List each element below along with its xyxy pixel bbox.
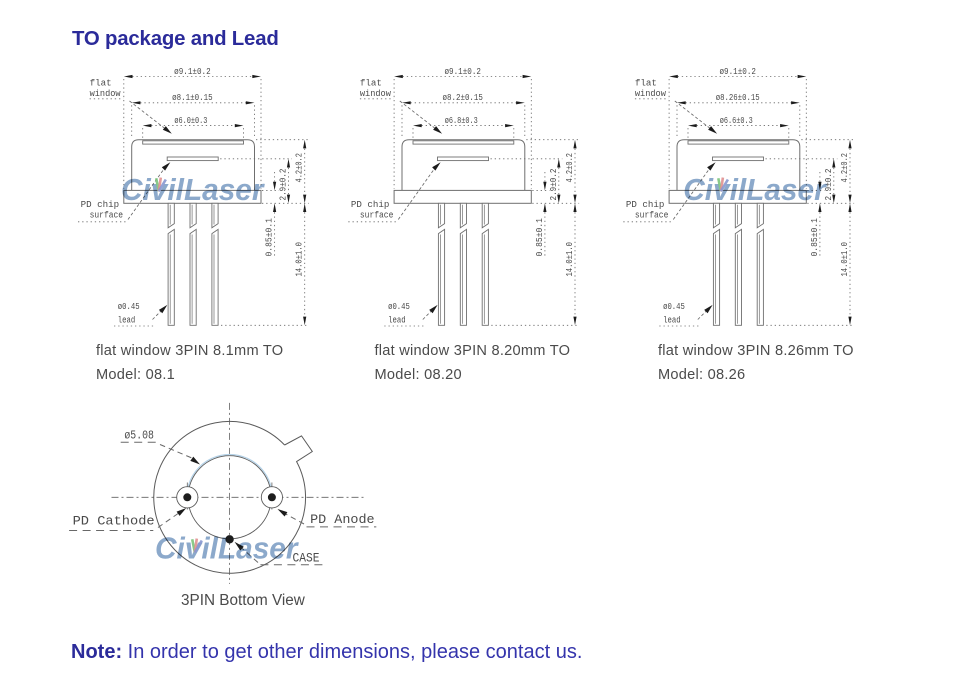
svg-text:flat: flat <box>635 78 657 89</box>
svg-text:4.2±0.2: 4.2±0.2 <box>840 153 850 183</box>
svg-text:ø6.8±0.3: ø6.8±0.3 <box>445 115 478 126</box>
svg-text:CivilLaser: CivilLaser <box>683 172 827 207</box>
svg-text:0.85±0.1: 0.85±0.1 <box>535 218 545 257</box>
svg-text:ø6.6±0.3: ø6.6±0.3 <box>720 115 753 126</box>
svg-text:window: window <box>360 88 391 99</box>
svg-text:ø9.1±0.2: ø9.1±0.2 <box>719 66 756 77</box>
svg-text:surface: surface <box>90 209 124 220</box>
svg-text:PD Anode: PD Anode <box>310 513 375 527</box>
svg-text:ø9.1±0.2: ø9.1±0.2 <box>174 66 211 77</box>
svg-text:ø0.45: ø0.45 <box>663 301 685 312</box>
svg-text:window: window <box>635 88 666 99</box>
svg-text:CivilLaser: CivilLaser <box>121 172 265 207</box>
svg-text:flat: flat <box>360 78 382 89</box>
svg-text:14.0±1.0: 14.0±1.0 <box>840 242 850 277</box>
svg-text:CivilLaser: CivilLaser <box>155 530 299 565</box>
svg-text:surface: surface <box>360 209 394 220</box>
svg-text:ø0.45: ø0.45 <box>388 301 410 312</box>
svg-text:window: window <box>90 88 121 99</box>
svg-text:PD Cathode: PD Cathode <box>73 514 155 528</box>
svg-text:0.85±0.1: 0.85±0.1 <box>810 218 820 257</box>
svg-text:2.9±0.2: 2.9±0.2 <box>549 169 559 201</box>
svg-text:2.9±0.2: 2.9±0.2 <box>824 169 834 201</box>
svg-text:0.85±0.1: 0.85±0.1 <box>265 218 275 257</box>
svg-text:flat: flat <box>90 78 112 89</box>
svg-text:surface: surface <box>635 209 669 220</box>
svg-text:lead: lead <box>118 314 136 325</box>
svg-text:ø8.26±0.15: ø8.26±0.15 <box>716 92 760 103</box>
svg-text:lead: lead <box>388 314 406 325</box>
svg-text:ø5.08: ø5.08 <box>124 430 154 443</box>
svg-text:ø8.2±0.15: ø8.2±0.15 <box>442 92 483 103</box>
svg-text:14.0±1.0: 14.0±1.0 <box>295 242 305 277</box>
svg-text:lead: lead <box>663 314 681 325</box>
svg-text:CASE: CASE <box>293 552 320 566</box>
svg-text:ø0.45: ø0.45 <box>118 301 140 312</box>
svg-text:PD chip: PD chip <box>81 199 120 210</box>
svg-text:4.2±0.2: 4.2±0.2 <box>565 153 575 183</box>
svg-text:ø8.1±0.15: ø8.1±0.15 <box>172 92 213 103</box>
svg-text:2.9±0.2: 2.9±0.2 <box>279 169 289 201</box>
svg-text:4.2±0.2: 4.2±0.2 <box>295 153 305 183</box>
svg-text:ø6.0±0.3: ø6.0±0.3 <box>174 115 207 126</box>
svg-text:14.0±1.0: 14.0±1.0 <box>565 242 575 277</box>
svg-text:ø9.1±0.2: ø9.1±0.2 <box>444 66 481 77</box>
svg-text:PD chip: PD chip <box>351 199 390 210</box>
svg-text:PD chip: PD chip <box>626 199 665 210</box>
